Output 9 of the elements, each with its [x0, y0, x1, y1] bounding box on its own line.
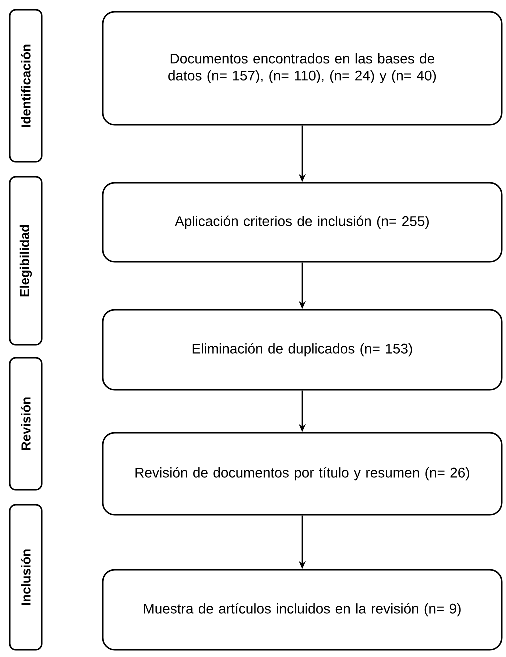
stage-label-box: Elegibilidad	[9, 176, 43, 346]
process-box: Documentos encontrados en las bases de datos (n= 157), (n= 110), (n= 24) y (n= 40)	[102, 11, 503, 126]
stage-label-box: Inclusión	[9, 504, 43, 651]
process-box: Aplicación criterios de inclusión (n= 255)	[102, 182, 503, 263]
stage-label-box: Revisión	[9, 357, 43, 491]
process-box: Muestra de artículos incluidos en la revisión (n= 9)	[102, 569, 503, 651]
stage-label-box: Identificación	[9, 9, 43, 163]
process-box: Revisión de documentos por título y resumen (n= 26)	[102, 432, 503, 516]
process-box: Eliminación de duplicados (n= 153)	[102, 309, 503, 391]
